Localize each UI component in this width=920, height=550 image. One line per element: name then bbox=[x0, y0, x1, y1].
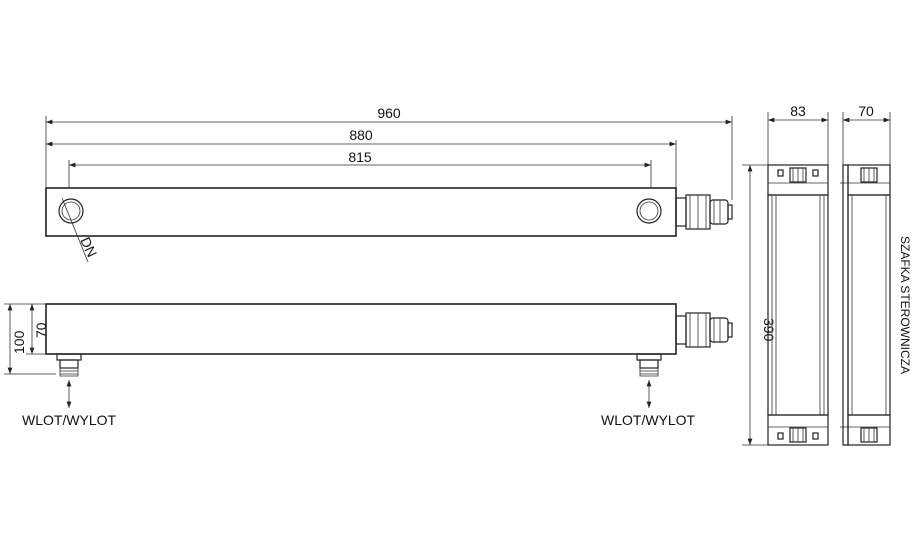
cable-gland-side bbox=[675, 312, 733, 348]
housing-side bbox=[45, 303, 677, 355]
dim-height-body: 70 bbox=[26, 304, 49, 355]
dn-leader bbox=[61, 197, 89, 263]
cabinet-front-view: 83 390 bbox=[742, 103, 829, 446]
cabinet-bottom-bracket bbox=[767, 414, 829, 446]
side-view: 100 70 bbox=[4, 303, 733, 428]
dim-body-length: 880 bbox=[46, 127, 677, 190]
port-label-left: WLOT/WYLOT bbox=[22, 412, 117, 428]
nozzle-left bbox=[56, 353, 82, 408]
nozzle-right bbox=[636, 353, 662, 408]
housing-top bbox=[45, 187, 677, 237]
port-right-top bbox=[636, 198, 662, 224]
cabinet-mount-flange bbox=[842, 164, 849, 446]
cabinet-label: SZAFKA STEROWNICZA bbox=[898, 236, 912, 374]
cabinet-body bbox=[767, 194, 829, 416]
top-view: 960 880 815 DN bbox=[45, 105, 733, 263]
dim-total-length: 960 bbox=[45, 105, 733, 200]
dim-height-body-label: 70 bbox=[33, 322, 49, 338]
dim-cabinet-width-label: 83 bbox=[790, 103, 806, 119]
dim-total-length-label: 960 bbox=[377, 105, 401, 121]
port-label-right: WLOT/WYLOT bbox=[601, 412, 696, 428]
cabinet-side-view: 70 SZAFKA STEROWNICZA bbox=[840, 103, 912, 446]
cable-gland-top bbox=[675, 194, 733, 230]
dim-cabinet-depth-label: 70 bbox=[858, 103, 874, 119]
dim-height-total-label: 100 bbox=[11, 330, 27, 354]
dim-cabinet-height-label: 390 bbox=[761, 318, 777, 342]
dim-port-spacing-label: 815 bbox=[348, 149, 372, 165]
dn-label: DN bbox=[77, 235, 100, 260]
dim-body-length-label: 880 bbox=[349, 127, 373, 143]
dim-height-total: 100 bbox=[4, 303, 56, 375]
